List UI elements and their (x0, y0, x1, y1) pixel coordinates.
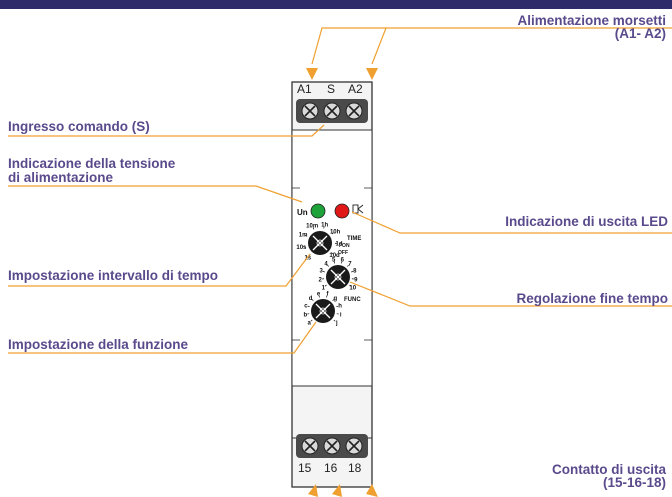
time-scale-mark: 1h (321, 223, 328, 229)
fon-label: FON (339, 243, 350, 249)
leader-lines (8, 27, 672, 354)
fine-scale-tick (347, 264, 349, 267)
fine-scale-mark: 8 (353, 269, 357, 275)
func-scale-mark: d (309, 296, 313, 302)
leader-command (8, 124, 325, 137)
arrowheads (306, 68, 378, 497)
func-scale-tick (332, 299, 335, 302)
func-scale-tick (333, 319, 336, 322)
fine-scale-mark: 5 (332, 258, 336, 264)
func-scale-mark: a (308, 321, 312, 327)
terminal-label-s: S (327, 82, 336, 96)
func-scale-mark: j (335, 321, 338, 327)
terminal-label-a2: A2 (348, 82, 363, 96)
fine-scale-mark: 4 (324, 262, 328, 268)
terminal-screw-s[interactable] (323, 102, 341, 120)
fine-scale-tick (322, 271, 326, 273)
fine-scale-mark: 1 (322, 285, 326, 291)
func-scale-mark: i (340, 312, 342, 318)
arrow-18 (366, 484, 378, 497)
time-scale-mark: 1d (335, 241, 342, 247)
leader-output-led (351, 211, 672, 234)
label-supply-indication-2: di alimentazione (8, 170, 114, 185)
func-scale-mark: g (334, 296, 338, 302)
func-scale-mark: e (317, 292, 321, 298)
label-power-terminals-sub: (A1- A2) (614, 26, 666, 41)
front-panel (291, 129, 373, 387)
fine-scale-tick (324, 284, 327, 287)
terminal-label-18: 18 (348, 461, 362, 475)
terminal-screw-16[interactable] (323, 437, 341, 455)
fine-scale-mark: 10 (349, 285, 356, 291)
fine-scale-tick (327, 264, 329, 267)
fine-scale-mark: 6 (341, 258, 345, 264)
fine-time-knob[interactable] (326, 265, 350, 289)
time-scale-mark: 10h (330, 230, 341, 236)
label-output-led: Indicazione di uscita LED (505, 214, 668, 229)
label-command-input: Ingresso comando (S) (8, 119, 150, 134)
fine-scale-mark: 9 (354, 277, 358, 283)
label-time-range: Impostazione intervallo di tempo (8, 268, 219, 283)
leader-fine (349, 281, 672, 307)
terminal-screw-a1[interactable] (301, 102, 319, 120)
supply-led (310, 203, 326, 219)
time-scale-mark: 1s (304, 256, 311, 262)
time-scale-tick (304, 234, 307, 237)
fine-scale-mark: 3 (319, 269, 323, 275)
label-fine-time: Regolazione fine tempo (516, 291, 668, 306)
label-output-contact: Contatto di uscita (552, 462, 666, 477)
time-scale-mark: 10d (329, 253, 340, 259)
fine-scale-mark: 7 (348, 262, 352, 268)
terminal-label-a1: A1 (297, 82, 312, 96)
arrow-a2 (366, 68, 378, 80)
leader-supply (8, 185, 303, 203)
leader-power-a1 (311, 27, 386, 65)
time-scale-mark: 1m (299, 232, 308, 238)
terminal-label-16: 16 (324, 461, 338, 475)
time-scale-tick (331, 232, 334, 235)
func-scale-tick (307, 305, 310, 308)
function-knob[interactable] (311, 299, 335, 323)
func-scale-mark: h (338, 304, 342, 310)
func-scale-tick (311, 299, 314, 302)
fine-scale-tick (350, 271, 354, 273)
label-supply-indication-1: Indicazione della tensione (8, 156, 176, 171)
time-scale-mark: 10s (296, 245, 307, 251)
func-scale-tick (336, 305, 339, 308)
arrow-15 (308, 484, 318, 497)
label-function-setting: Impostazione della funzione (8, 337, 189, 352)
terminal-screw-18[interactable] (345, 437, 363, 455)
time-scale-tick (312, 227, 315, 230)
fine-scale-tick (349, 284, 352, 287)
leader-function (8, 321, 317, 354)
label-power-terminals: Alimentazione morsetti (517, 13, 666, 28)
terminal-screw-15[interactable] (301, 437, 319, 455)
off-label: OFF (338, 250, 348, 256)
time-label: TIME (347, 236, 361, 242)
func-scale-mark: c (304, 304, 308, 310)
func-label: FUNC (344, 297, 361, 303)
leader-time-range (8, 253, 311, 287)
func-scale-tick (310, 319, 313, 322)
time-scale-tick (331, 252, 334, 255)
header-bar (0, 0, 672, 9)
label-output-contact-sub: (15-16-18) (602, 475, 666, 490)
time-scale-mark: 10m (306, 224, 318, 230)
arrow-16 (332, 484, 342, 497)
led-un-label: Un (297, 208, 308, 217)
terminal-screw-a2[interactable] (345, 102, 363, 120)
fine-scale-mark: 2 (318, 277, 322, 283)
output-led (334, 203, 350, 219)
func-scale-mark: b (304, 312, 308, 318)
arrow-a1 (306, 68, 318, 80)
terminal-label-15: 15 (298, 461, 312, 475)
time-range-knob[interactable] (308, 231, 332, 255)
func-scale-mark: f (326, 292, 329, 298)
